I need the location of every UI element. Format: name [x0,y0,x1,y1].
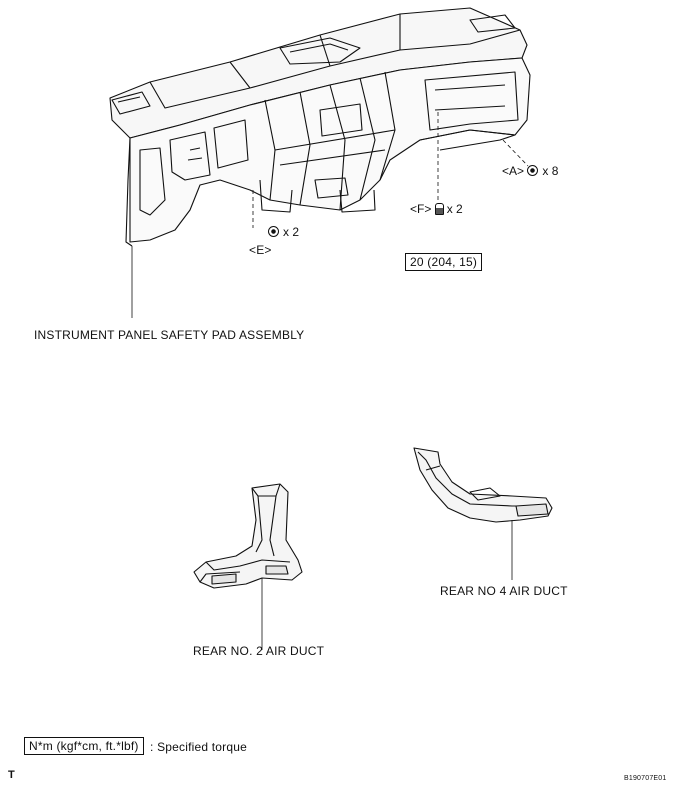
fastener-f: <F> x 2 [410,202,463,216]
fastener-f-code: <F> [410,202,432,216]
footer-left-mark: T [8,769,15,781]
fastener-a-code: <A> [502,164,525,178]
fastener-a: <A> x 8 [502,164,558,178]
legend-unit-box: N*m (kgf*cm, ft.*lbf) [24,737,144,755]
nut-icon [527,165,539,176]
torque-value-box: 20 (204, 15) [405,253,483,271]
rear-no2-duct-label: REAR NO. 2 AIR DUCT [193,644,325,658]
fastener-f-qty: x 2 [446,202,463,216]
rear-no4-duct-drawing [413,447,553,580]
instrument-panel-drawing [109,7,531,247]
bolt-icon [434,203,444,215]
nut-icon [268,226,279,237]
fastener-e-code: <E> [249,243,272,257]
fastener-e-qty-row: x 2 [268,225,299,239]
rear-no2-duct-drawing [193,483,303,650]
legend-description: : Specified torque [150,740,247,754]
fastener-e-qty: x 2 [283,225,300,239]
safety-pad-label: INSTRUMENT PANEL SAFETY PAD ASSEMBLY [34,328,305,342]
figure-code: B190707E01 [624,775,667,782]
fastener-a-qty: x 8 [542,164,559,178]
leader-a [502,139,529,167]
rear-no4-duct-label: REAR NO 4 AIR DUCT [440,584,568,598]
